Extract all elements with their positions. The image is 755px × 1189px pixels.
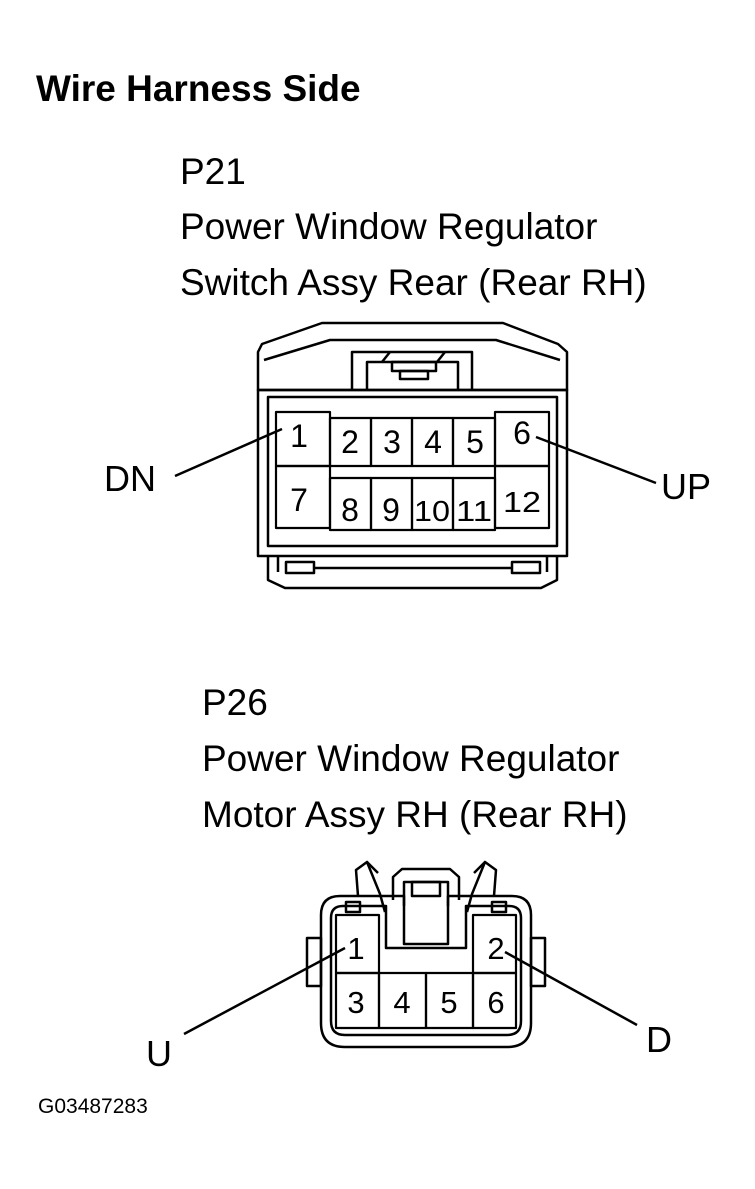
callout-u: U — [146, 1033, 172, 1074]
p21-code: P21 — [180, 151, 246, 192]
p21-name-line1: Power Window Regulator — [180, 206, 598, 247]
p21-connector-body — [256, 321, 569, 590]
p21-pin-label: 4 — [424, 424, 442, 460]
leader-line-d — [504, 950, 638, 1027]
p21-pin-grid — [274, 410, 551, 532]
p21-pin-label: 12 — [503, 487, 541, 519]
diagram-heading: Wire Harness Side — [36, 68, 361, 109]
p21-pin-label: 10 — [414, 496, 450, 528]
p26-name-line2: Motor Assy RH (Rear RH) — [202, 794, 628, 835]
leader-line-dn — [174, 427, 283, 478]
callout-dn: DN — [104, 458, 156, 499]
p21-pin-label: 3 — [383, 424, 401, 460]
callout-up: UP — [661, 466, 712, 507]
p26-pin-grid — [334, 913, 518, 1030]
p21-pin-label: 11 — [456, 496, 492, 528]
p26-code: P26 — [202, 682, 268, 723]
p26-pin-label: 4 — [393, 985, 410, 1020]
p21-pin-cell — [493, 464, 551, 530]
p26-pin-label: 2 — [487, 931, 504, 966]
callout-d: D — [646, 1019, 672, 1060]
p26-pin-cell — [471, 971, 518, 1030]
leader-line-up — [535, 435, 657, 485]
p21-name-line2: Switch Assy Rear (Rear RH) — [180, 262, 647, 303]
p21-pin-label: 7 — [290, 482, 308, 518]
p21-pin-label: 2 — [341, 424, 359, 460]
p26-pin-numbers: 1 2 3 4 5 6 — [347, 931, 504, 1020]
leader-line-u — [183, 946, 346, 1036]
p26-connector-body — [305, 860, 547, 1049]
figure-id: G03487283 — [38, 1095, 148, 1118]
p26-name-line1: Power Window Regulator — [202, 738, 620, 779]
p26-pin-label: 6 — [487, 985, 504, 1020]
p26-pin-label: 1 — [347, 931, 364, 966]
p26-pin-label: 5 — [440, 985, 457, 1020]
p21-pin-numbers: 1 2 3 4 5 6 7 8 9 10 11 12 — [290, 415, 541, 528]
p21-pin-label: 8 — [341, 492, 359, 528]
p21-pin-label: 9 — [382, 492, 400, 528]
p21-pin-label: 6 — [513, 415, 531, 451]
p26-pin-label: 3 — [347, 985, 364, 1020]
p21-pin-label: 1 — [290, 418, 308, 454]
p21-pin-label: 5 — [466, 424, 484, 460]
